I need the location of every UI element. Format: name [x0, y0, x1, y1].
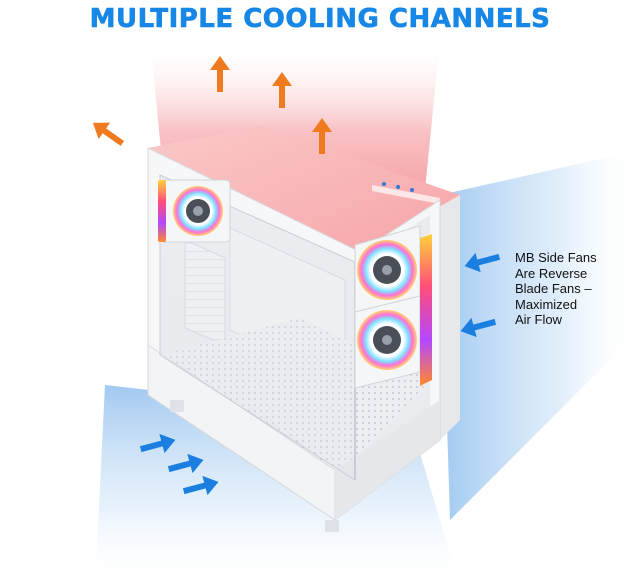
blue-arrow-icon — [182, 475, 219, 496]
annotation-line: Maximized — [515, 296, 578, 312]
usb-port-icon — [396, 185, 400, 189]
blue-arrow-icon — [167, 453, 204, 474]
orange-arrow-icon — [312, 118, 332, 154]
blue-arrow-icon — [464, 252, 501, 273]
annotation-line: MB Side Fans — [515, 250, 597, 265]
front-rgb-strip — [420, 234, 432, 386]
blue-arrow-icon — [460, 317, 497, 338]
annotation-line: Air Flow — [515, 312, 562, 327]
side-intake-glow — [440, 150, 640, 520]
top-io-strip — [372, 185, 440, 204]
rear-rgb-strip — [158, 180, 166, 242]
blue-arrow-icon — [139, 433, 176, 454]
psu-shroud-front — [335, 400, 440, 520]
front-fan-top — [354, 225, 421, 313]
power-button — [382, 182, 386, 186]
intake-arrows — [139, 252, 501, 496]
exhaust-arrows — [92, 56, 332, 154]
airflow-annotation: MB Side Fans Are Reverse Blade Fans – Ma… — [515, 250, 635, 328]
case-foot — [170, 400, 184, 412]
orange-arrow-icon — [272, 72, 292, 108]
rear-fan — [158, 179, 231, 243]
case-top-panel — [148, 126, 460, 252]
case-foot — [325, 520, 339, 532]
case-side-panel — [440, 195, 460, 440]
headline: MULTIPLE COOLING CHANNELS — [89, 4, 551, 35]
annotation-line: Blade Fans – — [515, 281, 592, 296]
orange-arrow-icon — [92, 122, 125, 146]
usb-port-icon — [410, 188, 414, 192]
orange-arrow-icon — [210, 56, 230, 92]
annotation-line: Are Reverse — [515, 265, 588, 281]
front-fan-bottom — [354, 295, 421, 389]
